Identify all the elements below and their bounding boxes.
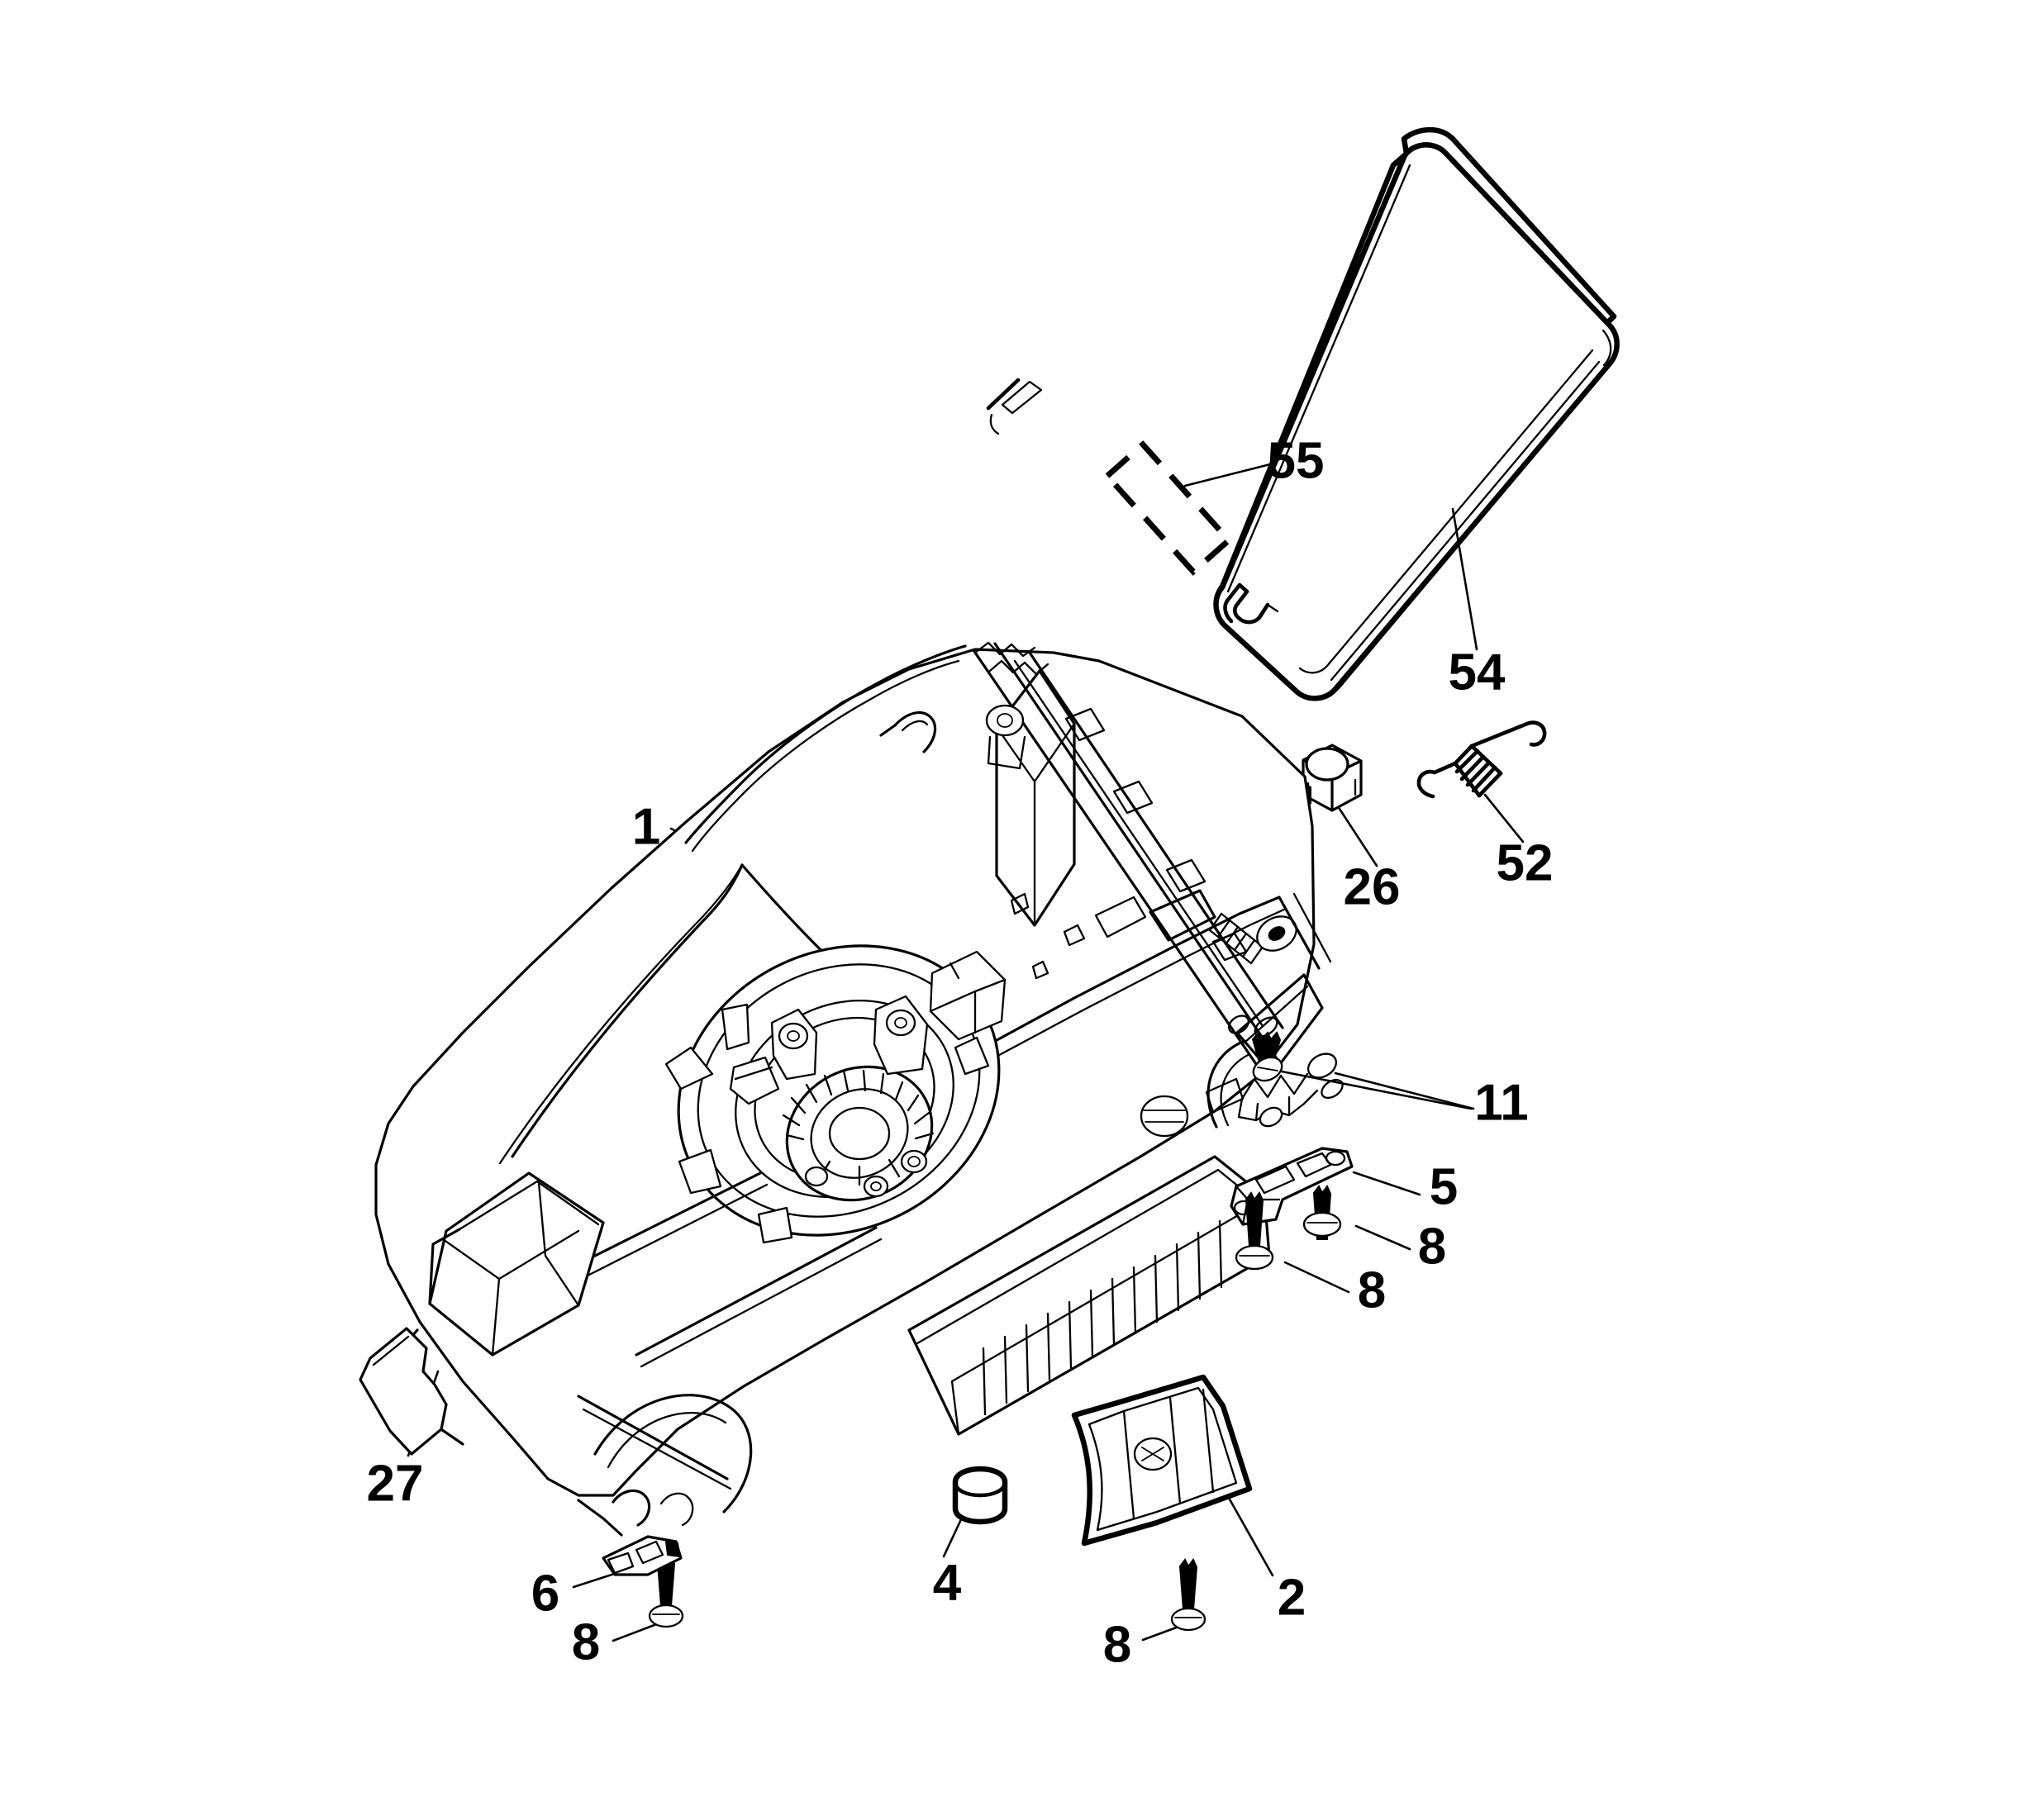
- callout-55: 55: [1268, 432, 1325, 489]
- blade-fan-assembly: [664, 944, 1007, 1244]
- callout-27: 27: [367, 1455, 424, 1512]
- callout-8c: 8: [572, 1613, 600, 1670]
- callout-6: 6: [531, 1565, 559, 1622]
- part-top-cover[interactable]: [986, 126, 1620, 701]
- callout-5: 5: [1430, 1158, 1458, 1215]
- callout-1: 1: [632, 798, 660, 855]
- part-deck-housing[interactable]: [374, 641, 1346, 1537]
- callout-4: 4: [933, 1554, 962, 1611]
- callout-8b: 8: [1358, 1262, 1386, 1319]
- part-rear-plate[interactable]: [1071, 1374, 1253, 1547]
- callout-8d: 8: [1103, 1616, 1131, 1673]
- vent-louvers: [982, 1219, 1223, 1416]
- callout-52: 52: [1497, 834, 1554, 891]
- part-small-clip[interactable]: [602, 1535, 683, 1576]
- part-bushing-spacer[interactable]: [952, 1466, 1008, 1525]
- callout-8a: 8: [1418, 1218, 1446, 1275]
- part-square-nut[interactable]: [1302, 744, 1363, 812]
- callout-labels: 1 2 4 5 6 8 8 8 8 11 26 27 52 54 55: [367, 432, 1554, 1673]
- callout-26: 26: [1344, 858, 1401, 915]
- part-label-decal[interactable]: [1103, 440, 1233, 576]
- part-screw-8-d[interactable]: [1170, 1558, 1206, 1632]
- callout-2: 2: [1278, 1569, 1306, 1626]
- part-coil-spring[interactable]: [1416, 720, 1547, 799]
- part-screw-11[interactable]: [1249, 1031, 1286, 1085]
- part-screw-8-a[interactable]: [1302, 1185, 1342, 1240]
- part-flat-strip[interactable]: [359, 1327, 448, 1456]
- callout-54: 54: [1449, 644, 1506, 701]
- callout-11: 11: [1474, 1074, 1529, 1131]
- ribbed-strip: [1208, 912, 1264, 965]
- part-screw-8-b[interactable]: [1235, 1191, 1274, 1271]
